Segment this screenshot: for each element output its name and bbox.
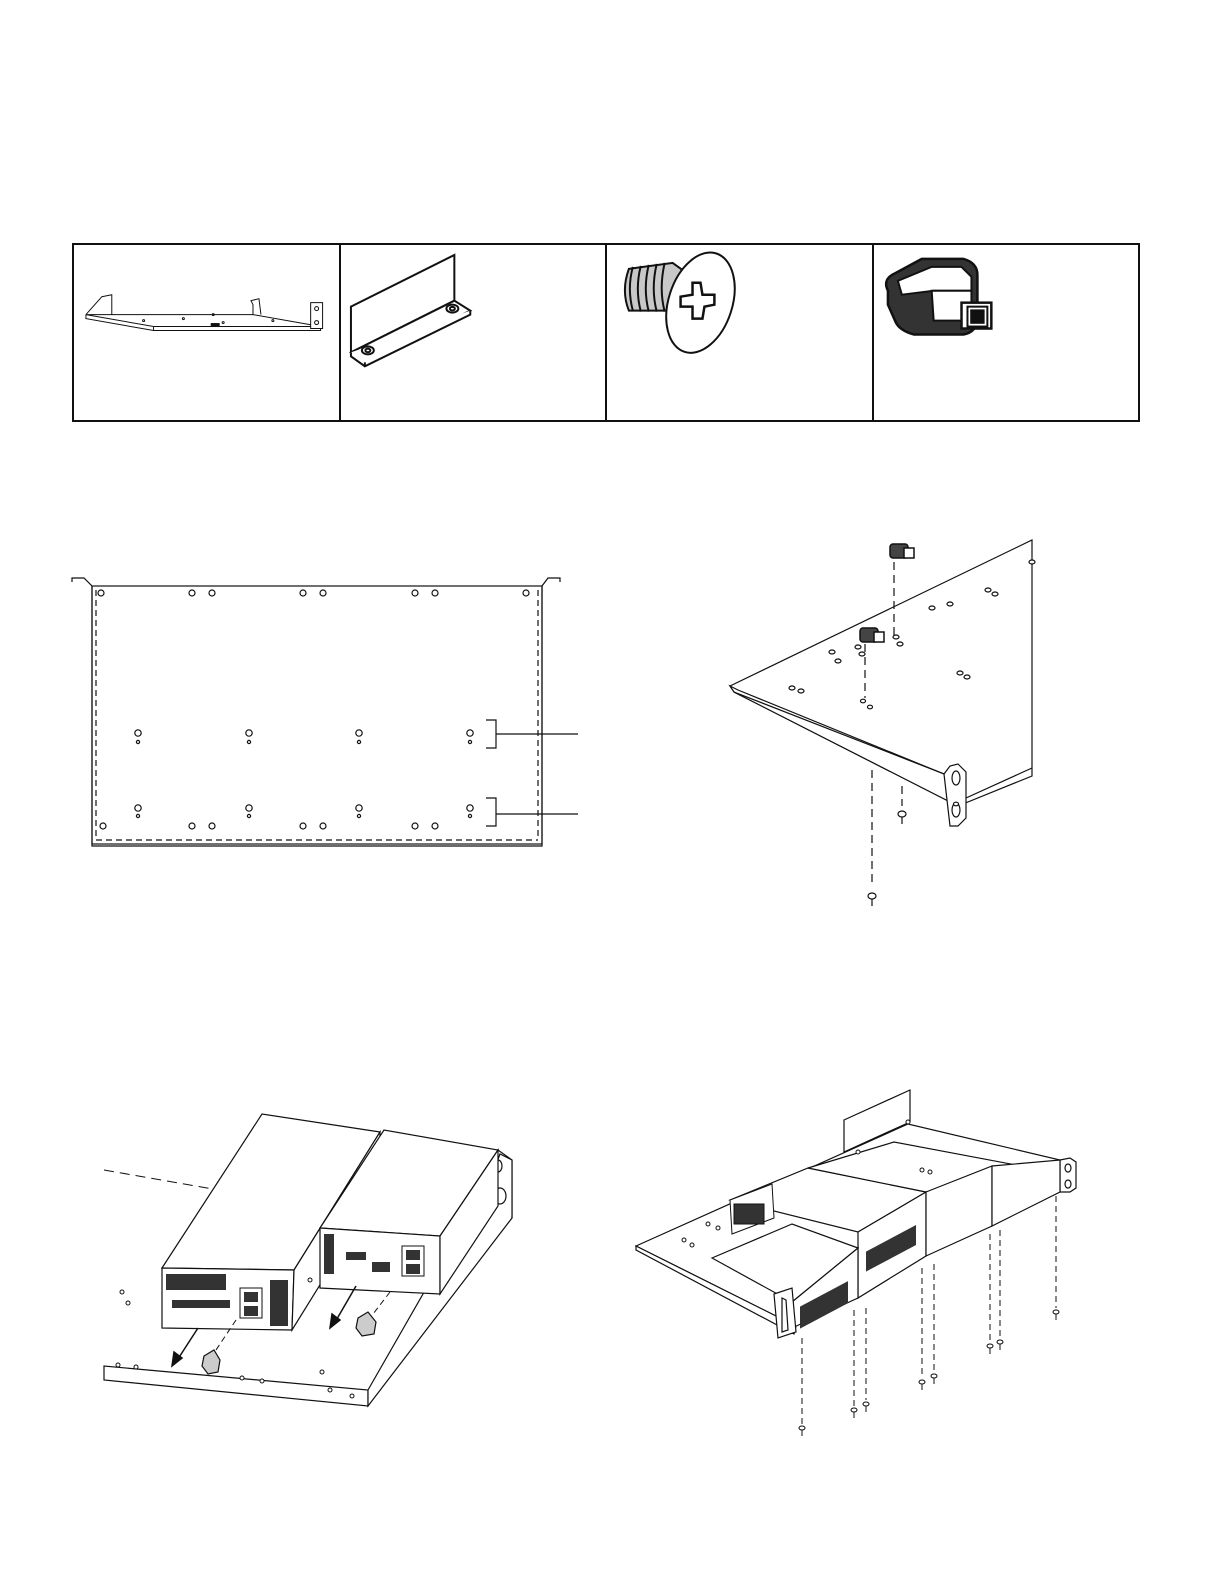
part-cell-bracket	[341, 245, 608, 420]
devices-placement-diagram	[100, 1110, 536, 1422]
rack-assembly-diagram	[632, 1088, 1082, 1444]
part-cell-screw	[607, 245, 874, 420]
parts-table	[72, 243, 1140, 422]
shelf-top-view-drawing	[66, 576, 586, 852]
clip-install-drawing	[722, 536, 1040, 916]
devices-placement-drawing	[100, 1110, 536, 1422]
shelf-top-view-diagram	[66, 576, 586, 852]
clip-install-diagram	[722, 536, 1040, 916]
part-cell-foot-clip	[874, 245, 1139, 420]
screw-icon	[607, 245, 872, 420]
part-cell-shelf	[74, 245, 341, 420]
rack-shelf-icon	[74, 245, 339, 420]
rack-assembly-drawing	[632, 1088, 1082, 1444]
bracket-icon	[341, 245, 606, 420]
foot-clip-icon	[874, 245, 1139, 420]
